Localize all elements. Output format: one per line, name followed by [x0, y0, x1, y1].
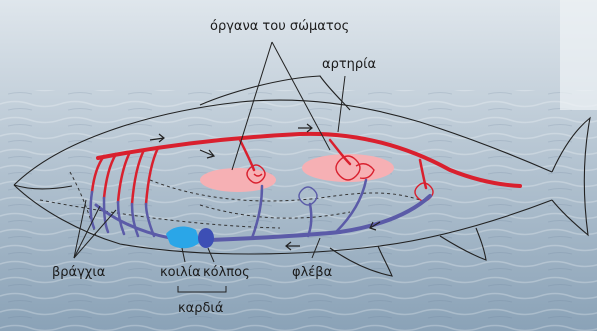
arrow-artery-2 — [199, 149, 216, 159]
fish-outline — [13, 75, 591, 277]
heart-atrium-shape — [198, 228, 214, 248]
arrow-vein-2 — [369, 221, 381, 231]
vein-from-mid — [306, 202, 313, 238]
background-light-patch — [560, 0, 597, 110]
leader-artery — [337, 75, 346, 133]
label-heart: καρδιά — [178, 301, 223, 316]
fish-body-bottom — [13, 184, 553, 255]
gut-line-2 — [199, 204, 351, 219]
vein-network — [89, 178, 432, 242]
leader-ventricle — [181, 247, 186, 263]
capillary-organ2 — [335, 155, 375, 181]
leader-vein — [311, 237, 321, 259]
dorsal-fin — [199, 75, 351, 111]
main-vein — [208, 194, 432, 242]
ventral-aorta — [94, 203, 172, 240]
gill-vein-3 — [116, 200, 126, 236]
arrow-artery-1 — [149, 133, 165, 143]
arrow-vein-1 — [285, 241, 300, 251]
pelvic-fin — [329, 245, 393, 277]
gill-artery-4 — [130, 148, 146, 206]
label-body-organs: όργανα του σώματος — [210, 19, 349, 34]
artery-network — [90, 131, 522, 206]
gut-line-1 — [149, 179, 421, 202]
artery-branch-organ1 — [238, 138, 256, 172]
tail-fin — [551, 116, 591, 237]
vein-from-organ2 — [334, 178, 368, 234]
fish-body-top — [13, 99, 553, 186]
gill-artery-5 — [144, 146, 160, 206]
label-vein: φλέβα — [292, 265, 332, 280]
dorsal-aorta — [96, 131, 522, 188]
leader-gills-2 — [73, 205, 101, 259]
flow-arrows — [149, 123, 381, 251]
gill-vein-2 — [102, 196, 110, 234]
leader-gills-3 — [73, 209, 117, 259]
mouth-line — [13, 184, 73, 190]
gill-artery-2 — [102, 152, 118, 200]
leader-atrium — [207, 247, 215, 263]
gill-vein-1 — [89, 190, 96, 230]
gill-artery-3 — [116, 150, 132, 204]
label-atrium: κόλπος — [203, 265, 250, 280]
heart-bracket — [177, 286, 227, 293]
leader-lines — [73, 41, 346, 293]
label-artery: αρτηρία — [322, 57, 376, 72]
anal-fin — [439, 227, 487, 261]
heart-ventricle-shape — [166, 226, 200, 249]
leader-organs-1 — [231, 41, 273, 171]
artery-branch-tail — [418, 158, 428, 190]
capillary-organ1 — [246, 164, 266, 184]
gill-artery-1 — [90, 154, 106, 194]
artery-branch-organ2 — [328, 138, 352, 166]
lateral-line — [39, 199, 281, 229]
leader-organs-2 — [271, 41, 331, 151]
leader-gills-1 — [73, 199, 87, 259]
label-gills: βράγχια — [52, 265, 105, 280]
organ-tissue-front — [200, 168, 276, 192]
gill-vein-5 — [144, 202, 156, 238]
arrow-artery-3 — [298, 123, 313, 133]
vein-from-organ1 — [250, 184, 264, 240]
gill-vein-4 — [130, 202, 140, 238]
label-ventricle: κοιλία — [160, 265, 201, 280]
organ-tissue-back — [302, 154, 394, 182]
capillary-mid — [298, 186, 318, 206]
